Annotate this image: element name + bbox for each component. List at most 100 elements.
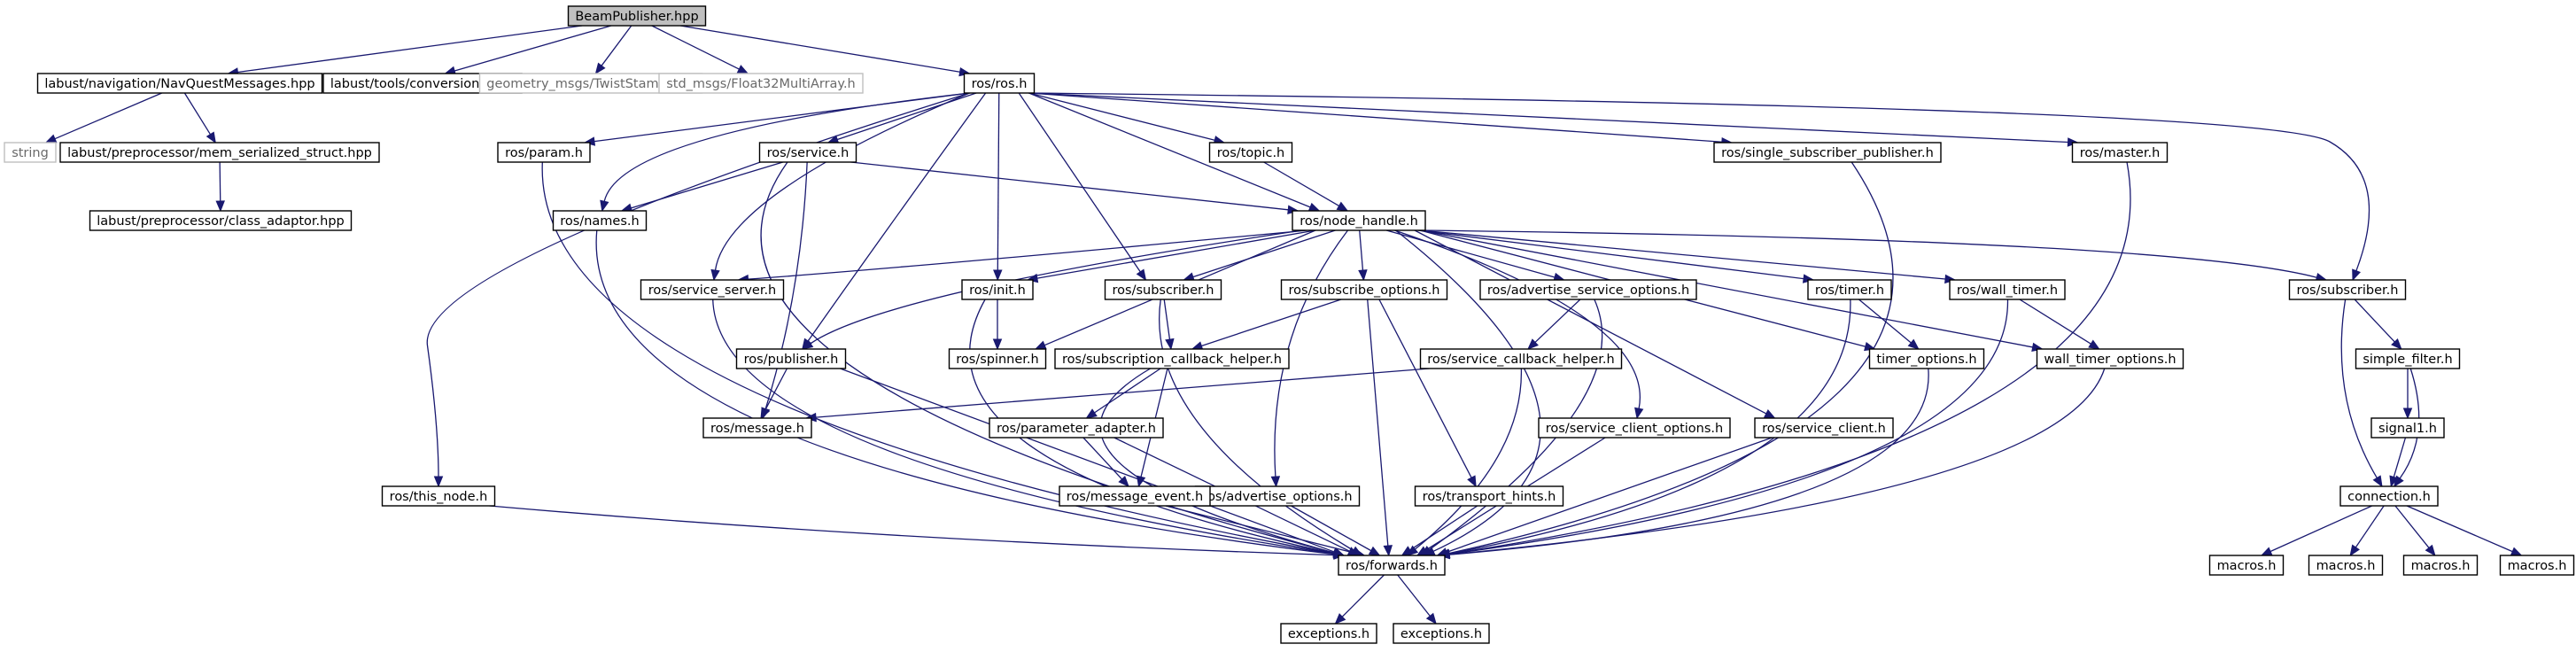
node-connection[interactable]: connection.h — [2339, 485, 2439, 507]
node-publisher[interactable]: ros/publisher.h — [735, 348, 847, 369]
arrowhead — [1307, 202, 1321, 212]
node-label: ros/service_callback_helper.h — [1427, 353, 1614, 367]
node-advsrvopts[interactable]: ros/advertise_service_options.h — [1479, 279, 1697, 300]
node-rosh[interactable]: ros/ros.h — [963, 73, 1036, 94]
node-box — [961, 279, 1034, 300]
node-box — [2402, 555, 2479, 576]
arrowhead — [801, 339, 814, 350]
node-label: ros/advertise_options.h — [1202, 490, 1352, 504]
arrowhead — [1336, 201, 1349, 212]
node-exc1[interactable]: exceptions.h — [1280, 623, 1377, 644]
node-spinner[interactable]: ros/spinner.h — [948, 348, 1047, 369]
arrowhead — [1368, 546, 1381, 556]
node-srvserver[interactable]: ros/service_server.h — [640, 279, 785, 300]
edge-nodehandle-to-publisher — [810, 229, 1303, 345]
edge-publisher-to-message — [764, 368, 788, 410]
edge-ssp-to-forwards — [1448, 161, 1894, 555]
arrowhead — [1165, 338, 1175, 351]
edge-thisnode-to-forwards — [489, 505, 1335, 556]
node-label: ros/topic.h — [1217, 146, 1285, 160]
node-param[interactable]: ros/param.h — [497, 142, 591, 163]
node-names[interactable]: ros/names.h — [552, 210, 648, 231]
node-walltimeropts[interactable]: wall_timer_options.h — [2036, 348, 2184, 369]
edge-subopts-to-transhints — [1378, 299, 1472, 478]
edge-rosh-to-init — [997, 92, 1000, 271]
node-memser[interactable]: labust/preprocessor/mem_serialized_struc… — [59, 142, 380, 163]
node-box — [735, 348, 847, 369]
node-f32[interactable]: std_msgs/Float32MultiArray.h — [658, 73, 864, 94]
node-advopts[interactable]: ros/advertise_options.h — [1194, 485, 1361, 507]
arrowhead — [2425, 544, 2436, 557]
node-geom[interactable]: geometry_msgs/TwistStamped.h — [478, 73, 703, 94]
node-srvclientopts[interactable]: ros/service_client_options.h — [1538, 417, 1731, 439]
node-navq[interactable]: labust/navigation/NavQuestMessages.hpp — [36, 73, 323, 94]
node-classad[interactable]: labust/preprocessor/class_adaptor.hpp — [89, 210, 353, 231]
node-paramadapter[interactable]: ros/parameter_adapter.h — [989, 417, 1164, 439]
edge-timer-to-timeropts — [1858, 299, 1912, 344]
edge-nodehandle-to-subopts — [1359, 229, 1364, 271]
node-box — [567, 5, 707, 27]
node-msgevent[interactable]: ros/message_event.h — [1059, 485, 1211, 507]
node-label: labust/preprocessor/mem_serialized_struc… — [67, 146, 372, 160]
edge-service-to-message — [764, 161, 808, 409]
node-ssp[interactable]: ros/single_subscriber_publisher.h — [1713, 142, 1942, 163]
node-box — [2339, 485, 2439, 507]
edge-subscriberB-to-simplefilter — [2354, 299, 2395, 343]
node-transhints[interactable]: ros/transport_hints.h — [1414, 485, 1564, 507]
edge-master-to-forwards — [1448, 161, 2131, 555]
node-box — [2499, 555, 2575, 576]
node-macros2[interactable]: macros.h — [2308, 555, 2384, 576]
node-label: ros/single_subscriber_publisher.h — [1721, 146, 1934, 160]
node-box — [2036, 348, 2184, 369]
node-signal1[interactable]: signal1.h — [2370, 417, 2445, 439]
node-subcb[interactable]: ros/subscription_callback_helper.h — [1054, 348, 1290, 369]
node-service[interactable]: ros/service.h — [758, 142, 857, 163]
node-init[interactable]: ros/init.h — [961, 279, 1034, 300]
node-label: ros/message_event.h — [1067, 490, 1203, 504]
node-walltimer[interactable]: ros/wall_timer.h — [1949, 279, 2066, 300]
node-master[interactable]: ros/master.h — [2071, 142, 2169, 163]
node-subscriberA[interactable]: ros/subscriber.h — [1104, 279, 1222, 300]
node-box — [1419, 348, 1623, 369]
edge-subopts-to-forwards — [1367, 299, 1389, 547]
arrowhead — [1467, 475, 1477, 488]
node-topic[interactable]: ros/topic.h — [1208, 142, 1293, 163]
node-macros4[interactable]: macros.h — [2499, 555, 2575, 576]
edge-timer-to-forwards — [1448, 299, 1851, 555]
edge-beam-to-navq — [237, 25, 583, 74]
node-box — [1280, 623, 1377, 644]
node-timeropts[interactable]: timer_options.h — [1868, 348, 1985, 369]
node-exc2[interactable]: exceptions.h — [1393, 623, 1490, 644]
edge-connection-to-macros3 — [2394, 505, 2430, 548]
arrowhead — [2402, 408, 2413, 420]
node-forwards[interactable]: ros/forwards.h — [1338, 555, 1446, 576]
node-simplefilter[interactable]: simple_filter.h — [2355, 348, 2461, 369]
arrowhead — [1118, 476, 1129, 487]
edge-rosh-to-subscriberA — [1018, 92, 1141, 273]
node-nodehandle[interactable]: ros/node_handle.h — [1292, 210, 1426, 231]
node-macros3[interactable]: macros.h — [2402, 555, 2479, 576]
node-beam[interactable]: BeamPublisher.hpp — [567, 5, 707, 27]
node-timer[interactable]: ros/timer.h — [1807, 279, 1892, 300]
edge-rosh-to-srvserver — [714, 92, 970, 271]
node-label: ros/timer.h — [1815, 283, 1884, 298]
node-box — [36, 73, 323, 94]
node-message[interactable]: ros/message.h — [702, 417, 812, 439]
node-string[interactable]: string — [4, 142, 57, 163]
node-box — [948, 348, 1047, 369]
node-srvcb[interactable]: ros/service_callback_helper.h — [1419, 348, 1623, 369]
edge-walltimer-to-forwards — [1448, 299, 2009, 555]
node-subscriberB[interactable]: ros/subscriber.h — [2288, 279, 2407, 300]
node-macros1[interactable]: macros.h — [2208, 555, 2285, 576]
arrowhead — [993, 269, 1003, 282]
node-thisnode[interactable]: ros/this_node.h — [381, 485, 496, 507]
node-label: string — [12, 146, 49, 160]
node-subopts[interactable]: ros/subscribe_options.h — [1280, 279, 1448, 300]
node-conv[interactable]: labust/tools/conversions.hpp — [322, 73, 523, 94]
node-label: exceptions.h — [1288, 627, 1369, 641]
node-box — [89, 210, 353, 231]
node-srvclient[interactable]: ros/service_client.h — [1754, 417, 1894, 439]
node-box — [640, 279, 785, 300]
node-label: ros/service.h — [767, 146, 850, 160]
node-label: ros/advertise_service_options.h — [1487, 283, 1689, 298]
